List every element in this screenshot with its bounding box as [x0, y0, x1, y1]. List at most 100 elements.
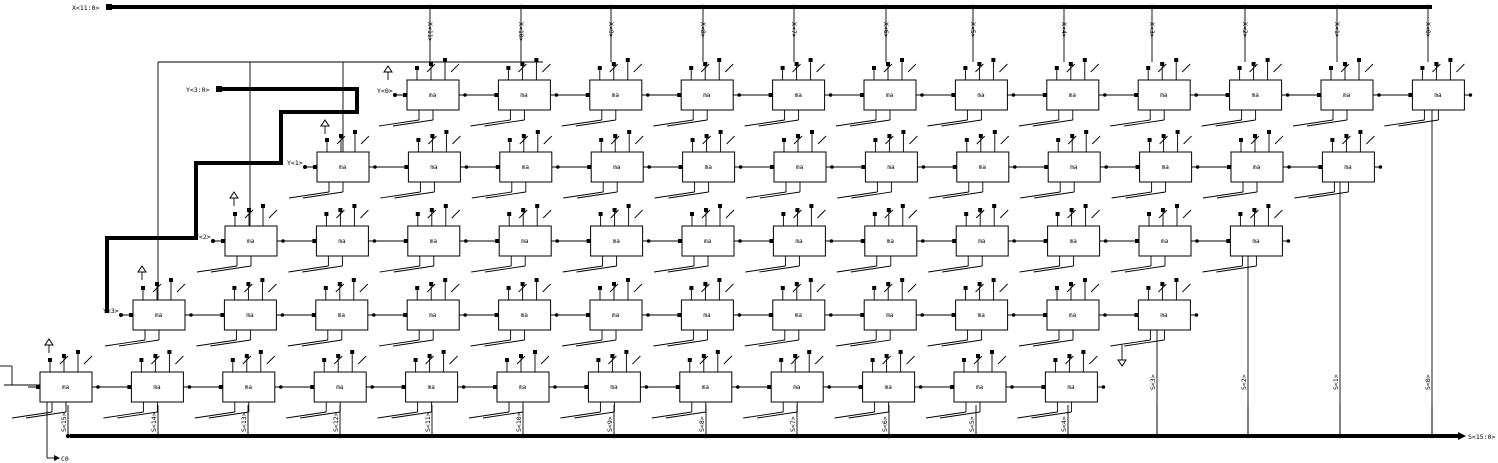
adder-cell — [407, 225, 461, 257]
adder-cell — [222, 371, 276, 403]
s-bit-label: S<2> — [1240, 374, 1248, 390]
adder-cell — [864, 225, 918, 257]
adder-cell-label: ma — [1344, 164, 1352, 171]
y-bit-label: Y<0> — [377, 87, 393, 95]
adder-cell-label: ma — [978, 312, 986, 319]
adder-cell-label: ma — [1252, 92, 1260, 99]
adder-cell — [313, 371, 367, 403]
adder-cell — [315, 225, 369, 257]
adder-cell-label: ma — [1162, 164, 1170, 171]
y-bit-label: Y<2> — [195, 233, 211, 241]
x-bus: X<11:0> — [72, 4, 1432, 12]
x-bit-label: X<7> — [790, 22, 798, 38]
x-bit-label: X<1> — [1333, 22, 1341, 38]
s-bit-label: S<10> — [515, 412, 523, 432]
adder-cell — [772, 299, 826, 331]
adder-cell-label: ma — [521, 238, 529, 245]
adder-cell-label: ma — [1343, 92, 1351, 99]
x-bit-label: X<0> — [1424, 22, 1432, 38]
y-bit-label: Y<3> — [103, 307, 119, 315]
adder-cell-label: ma — [979, 164, 987, 171]
adder-cell — [1138, 225, 1192, 257]
adder-cell-label: ma — [612, 312, 620, 319]
adder-cell-label: ma — [702, 384, 710, 391]
adder-cell-label: ma — [155, 312, 163, 319]
adder-cell — [770, 371, 824, 403]
x-bit-label: X<11> — [426, 22, 434, 42]
adder-cell — [1047, 151, 1101, 183]
adder-cell — [1137, 299, 1191, 331]
s-bit-label: S<11> — [424, 412, 432, 432]
adder-cell — [955, 299, 1009, 331]
adder-cell — [589, 299, 643, 331]
adder-cell-label: ma — [613, 164, 621, 171]
adder-cell-label: ma — [520, 92, 528, 99]
s-bit-label: S<0> — [1424, 374, 1432, 390]
adder-cell-label: ma — [977, 92, 985, 99]
adder-cells: ma ma ma ma ma ma ma ma ma ma ma ma ma ma ma ma ma ma ma ma… — [39, 79, 1465, 403]
adder-cell — [499, 151, 553, 183]
s-bit-label: S<4> — [1060, 416, 1068, 432]
adder-cell-label: ma — [429, 92, 437, 99]
adder-cell — [773, 151, 827, 183]
y-bus: Y<3:0> — [105, 86, 359, 313]
adder-cell — [315, 299, 369, 331]
adder-cell-label: ma — [885, 384, 893, 391]
adder-cell-label: ma — [886, 92, 894, 99]
adder-cell-label: ma — [1069, 312, 1077, 319]
s-bit-label: S<6> — [881, 416, 889, 432]
adder-cell — [1046, 299, 1100, 331]
adder-cell-label: ma — [1160, 92, 1168, 99]
x-bit-label: X<6> — [882, 22, 890, 38]
adder-cell-label: ma — [1434, 92, 1442, 99]
adder-cell — [680, 79, 734, 111]
adder-cell-label: ma — [793, 384, 801, 391]
adder-cell — [1139, 151, 1193, 183]
adder-cell-label: ma — [703, 312, 711, 319]
x-bit-label: X<10> — [517, 22, 525, 42]
adder-cell — [590, 225, 644, 257]
adder-cell — [406, 79, 460, 111]
x-bit-label: X<9> — [607, 22, 615, 38]
adder-cell-label: ma — [62, 384, 70, 391]
adder-cell-label: ma — [246, 312, 254, 319]
adder-cell-label: ma — [795, 238, 803, 245]
adder-cell — [406, 299, 460, 331]
adder-cell-label: ma — [339, 164, 347, 171]
adder-cell — [1046, 79, 1100, 111]
adder-cell — [863, 79, 917, 111]
adder-cell — [862, 371, 916, 403]
adder-cell — [498, 225, 552, 257]
adder-cell — [1229, 79, 1283, 111]
carry-out-label: C0 — [61, 455, 69, 463]
adder-cell — [772, 79, 826, 111]
adder-cell-label: ma — [795, 312, 803, 319]
s-bit-label: S<12> — [332, 412, 340, 432]
adder-cell-label: ma — [796, 164, 804, 171]
adder-cell-label: ma — [613, 238, 621, 245]
adder-cell-label: ma — [1253, 164, 1261, 171]
adder-cell-label: ma — [1252, 238, 1260, 245]
adder-cell — [407, 151, 461, 183]
adder-cell — [39, 371, 93, 403]
adder-cell-label: ma — [245, 384, 253, 391]
adder-cell-label: ma — [976, 384, 984, 391]
adder-cell-label: ma — [430, 164, 438, 171]
adder-cell-label: ma — [887, 164, 895, 171]
x-bit-label: X<4> — [1060, 22, 1068, 38]
s-bit-label: S<15> — [60, 412, 68, 432]
adder-cell — [956, 151, 1010, 183]
s-bus-label: S<15:0> — [1468, 433, 1495, 441]
y-bit-label: Y<1> — [287, 159, 303, 167]
adder-cell-label: ma — [703, 92, 711, 99]
s-bit-label: S<3> — [1149, 374, 1157, 390]
adder-cell-label: ma — [153, 384, 161, 391]
x-bit-label: X<2> — [1241, 22, 1249, 38]
adder-cell — [224, 225, 278, 257]
adder-cell — [1229, 225, 1283, 257]
adder-cell-label: ma — [430, 238, 438, 245]
s-bit-label: S<7> — [789, 416, 797, 432]
adder-cell-label: ma — [428, 384, 436, 391]
adder-cell-label: ma — [429, 312, 437, 319]
adder-cell — [405, 371, 459, 403]
